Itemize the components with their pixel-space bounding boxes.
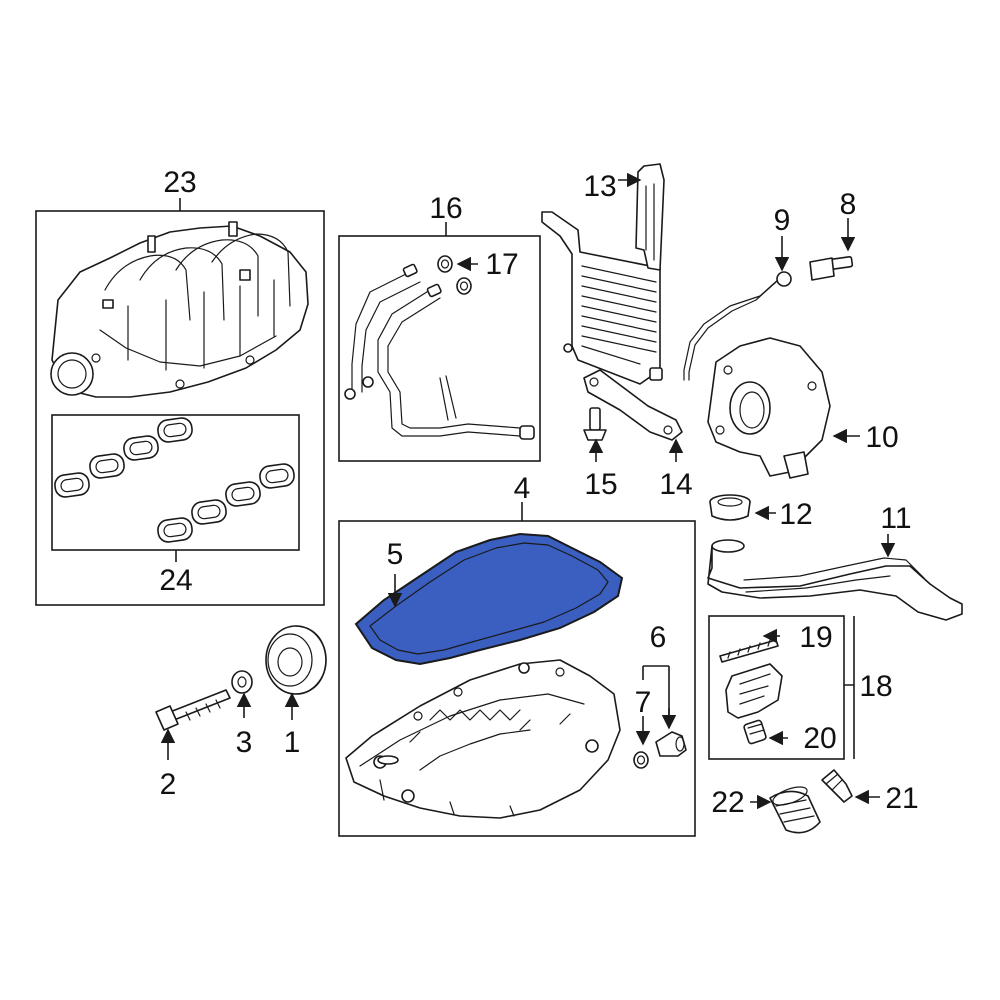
pcv-frame <box>708 615 845 760</box>
callout-2: 2 <box>160 768 177 801</box>
leader-lines <box>160 172 896 810</box>
pcv-gasket-drawing[interactable] <box>719 639 779 663</box>
callout-7: 7 <box>635 686 652 719</box>
callout-23: 23 <box>163 166 196 199</box>
callout-10: 10 <box>865 421 898 454</box>
cooler-lines-drawing[interactable] <box>344 263 535 440</box>
oil-pressure-sensor-drawing[interactable] <box>821 769 853 803</box>
washer-drawing[interactable] <box>231 670 253 694</box>
callout-5: 5 <box>387 538 404 571</box>
callout-1: 1 <box>284 726 301 759</box>
callout-4: 4 <box>514 472 531 505</box>
intake-manifold-gaskets-drawing[interactable] <box>54 417 296 544</box>
callout-11: 11 <box>880 502 911 535</box>
oil-filter-drawing[interactable] <box>769 783 821 834</box>
intake-manifold-drawing[interactable] <box>50 221 309 398</box>
cooler-bracket-drawing[interactable] <box>583 369 683 441</box>
callout-18: 18 <box>859 670 892 703</box>
callout-17: 17 <box>485 248 518 281</box>
callout-24: 24 <box>159 564 192 597</box>
oil-filler-tube-drawing[interactable] <box>707 539 963 621</box>
pcv-assembly-drawing[interactable] <box>725 663 783 719</box>
callout-9: 9 <box>774 204 791 237</box>
callout-14: 14 <box>659 468 692 501</box>
oil-dipstick-drawing[interactable] <box>683 271 792 381</box>
o-rings-drawing[interactable] <box>437 255 472 295</box>
oil-cooler-drawing[interactable] <box>541 163 665 385</box>
callout-20: 20 <box>803 722 836 755</box>
callout-13: 13 <box>583 170 616 203</box>
oil-pan-frame <box>338 520 696 837</box>
callout-19: 19 <box>799 621 832 654</box>
callout-16: 16 <box>429 192 462 225</box>
callout-12: 12 <box>779 498 812 531</box>
filler-tube-seal-drawing[interactable] <box>709 494 751 521</box>
callout-6: 6 <box>650 621 667 654</box>
crankshaft-pulley-drawing[interactable] <box>265 625 327 695</box>
callout-3: 3 <box>236 726 253 759</box>
pulley-bolt-drawing[interactable] <box>155 689 231 731</box>
bracket-bolt-drawing[interactable] <box>583 407 607 441</box>
oil-pan-gasket-drawing[interactable] <box>354 532 624 666</box>
oil-pan-drawing[interactable] <box>345 659 621 819</box>
callout-22: 22 <box>711 786 744 819</box>
drain-plug-drawing[interactable] <box>655 731 687 757</box>
callout-8: 8 <box>840 188 857 221</box>
oil-pump-drawing[interactable] <box>707 337 831 479</box>
bolt-drawing[interactable] <box>809 255 854 281</box>
cooler-lines-frame <box>338 235 541 462</box>
pcv-valve-drawing[interactable] <box>743 719 767 745</box>
callout-21: 21 <box>885 782 918 815</box>
drain-plug-gasket-drawing[interactable] <box>633 751 649 769</box>
callout-15: 15 <box>584 468 617 501</box>
callout-labels: 23 24 16 17 13 9 8 10 11 12 14 15 4 5 6 … <box>159 166 918 819</box>
